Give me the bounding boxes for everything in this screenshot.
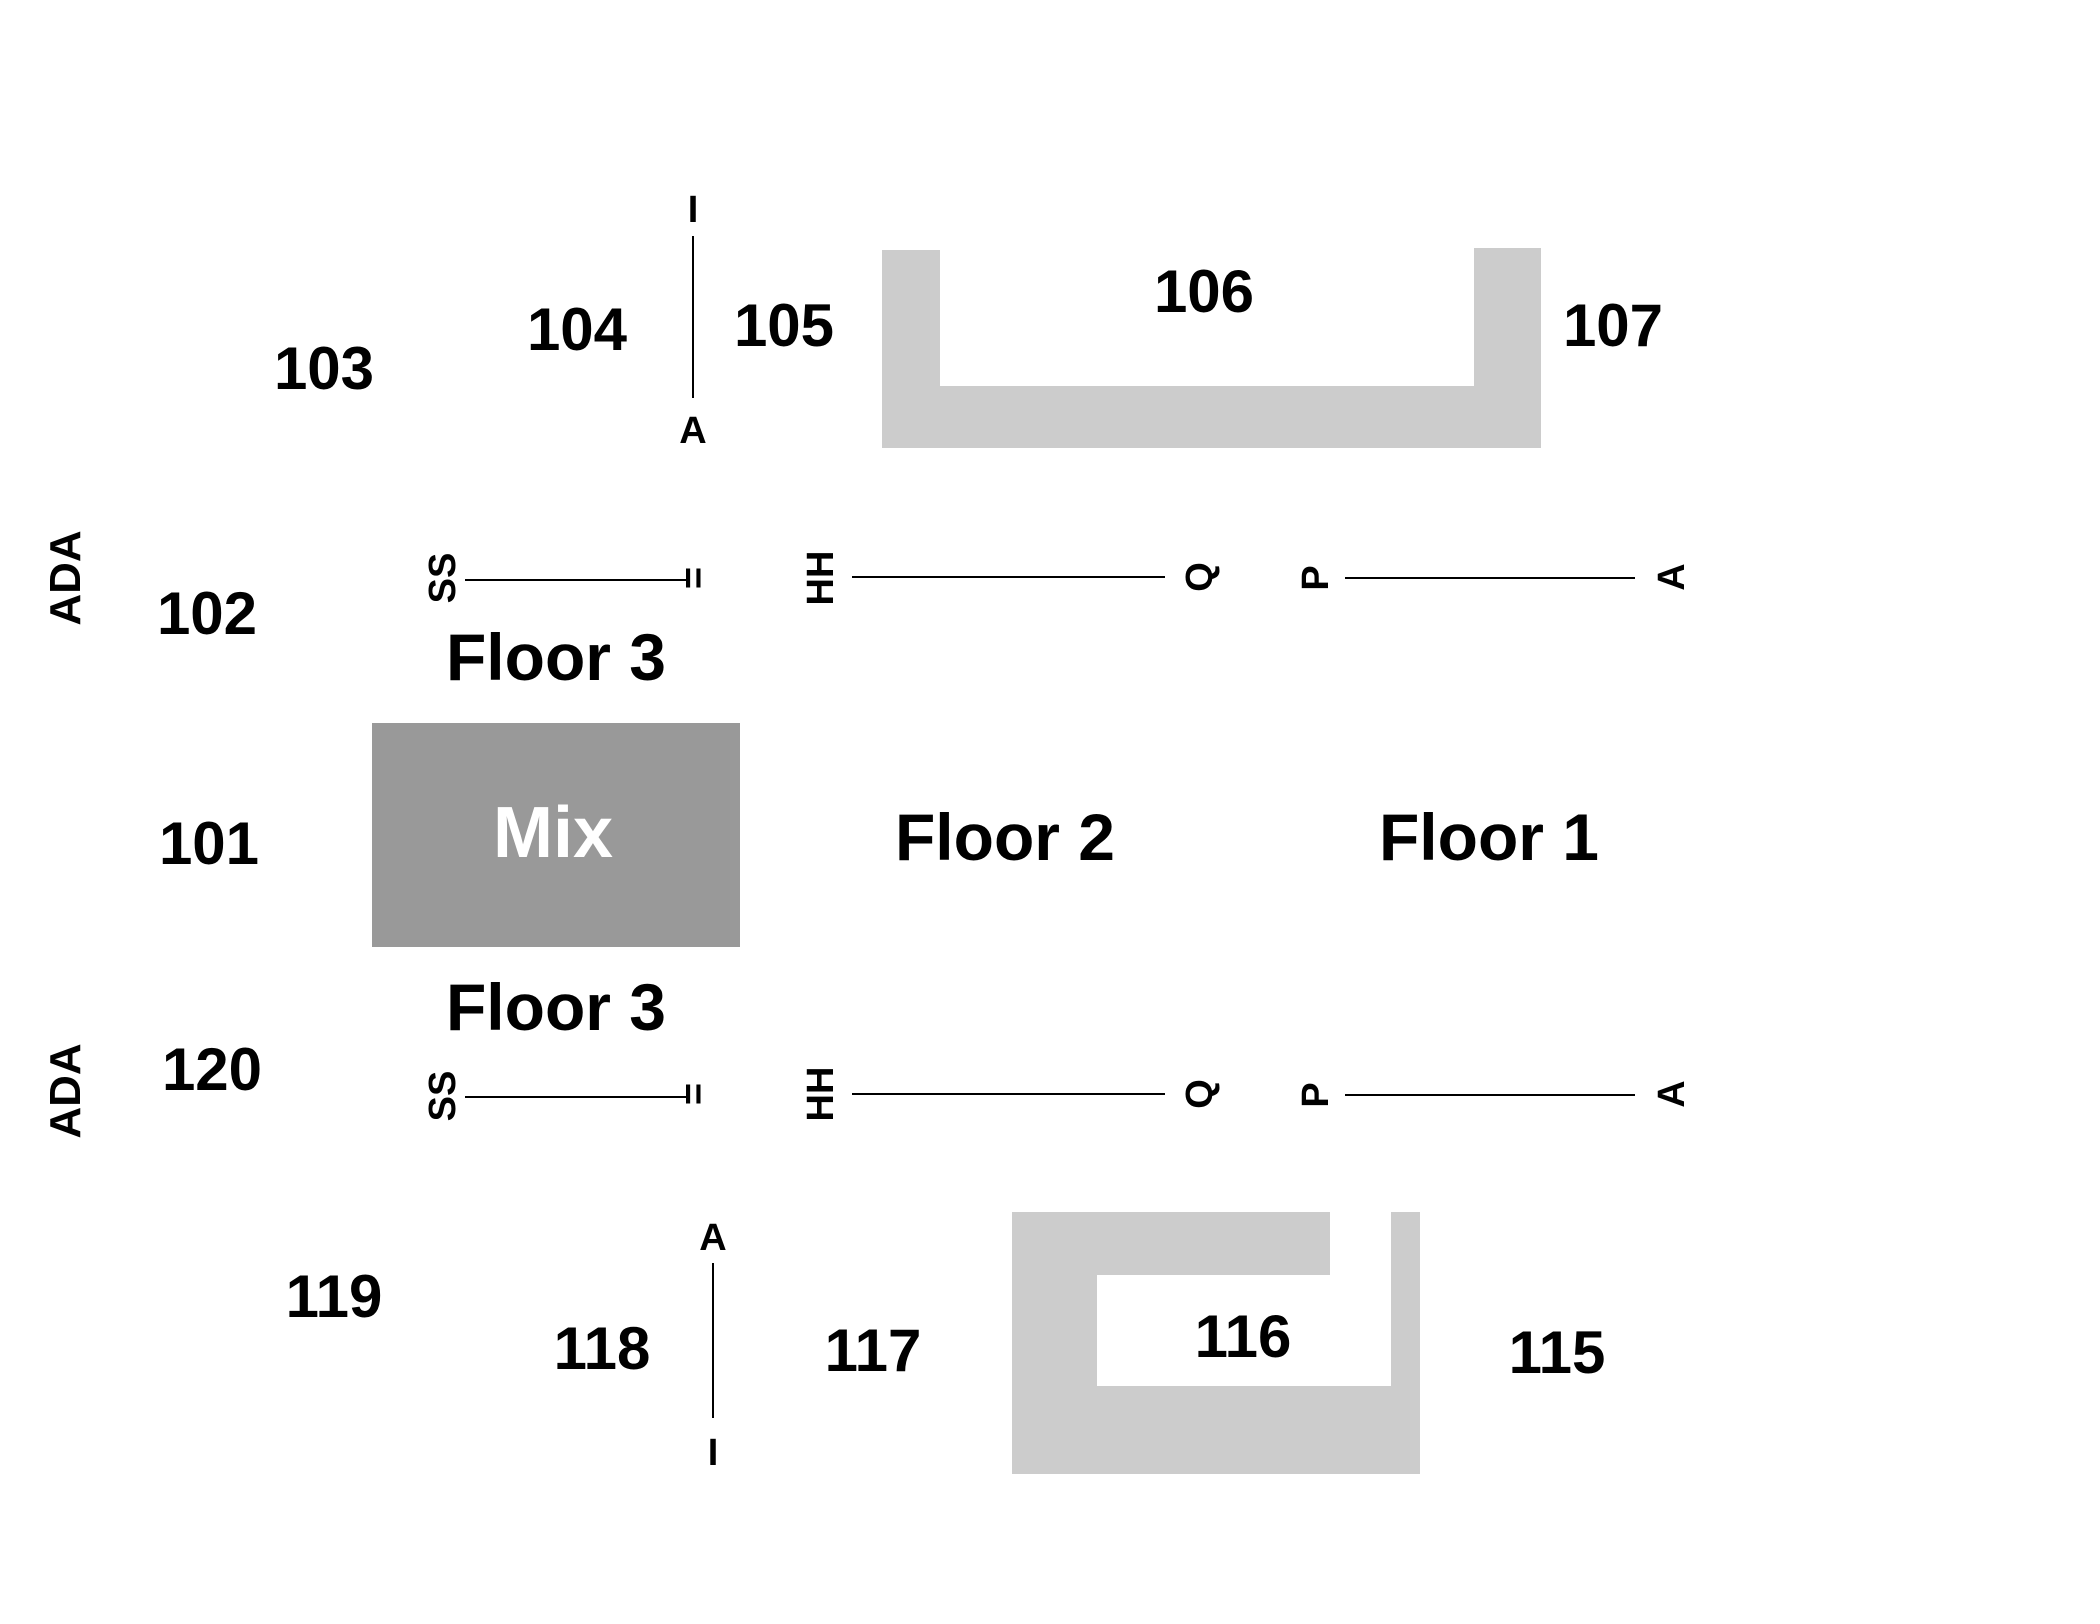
row-label-a-lower: A: [699, 1217, 726, 1259]
upper-u-structure: [882, 248, 1541, 448]
row-label-a2-lower: A: [1651, 1080, 1693, 1107]
section-120[interactable]: 120: [162, 1036, 262, 1103]
row-label-a2-upper: A: [1651, 563, 1693, 590]
section-118[interactable]: 118: [554, 1315, 651, 1382]
mix-booth[interactable]: Mix: [372, 723, 740, 947]
mix-label: Mix: [493, 793, 613, 873]
section-116[interactable]: 116: [1195, 1303, 1292, 1370]
row-label-eq-lower: =: [673, 1083, 715, 1105]
section-105[interactable]: 105: [734, 292, 834, 359]
section-115[interactable]: 115: [1509, 1319, 1606, 1386]
row-label-hh-upper: HH: [800, 551, 842, 606]
section-107[interactable]: 107: [1563, 292, 1663, 359]
section-104[interactable]: 104: [527, 296, 628, 363]
row-label-q-upper: Q: [1179, 562, 1221, 592]
floor-2-label[interactable]: Floor 2: [895, 800, 1115, 874]
lower-u-structure: [1012, 1212, 1420, 1474]
floor-3-upper-label[interactable]: Floor 3: [446, 620, 666, 694]
floor-1-label[interactable]: Floor 1: [1379, 800, 1599, 874]
row-label-p-upper: P: [1295, 565, 1337, 590]
section-117[interactable]: 117: [825, 1317, 922, 1384]
row-label-p-lower: P: [1295, 1082, 1337, 1107]
section-102[interactable]: 102: [157, 580, 257, 647]
section-119[interactable]: 119: [286, 1263, 383, 1330]
section-106[interactable]: 106: [1154, 258, 1254, 325]
row-label-ss-lower: SS: [422, 1071, 464, 1122]
row-label-eq-upper: =: [673, 567, 715, 589]
row-label-i-upper: I: [688, 189, 699, 231]
section-101[interactable]: 101: [159, 810, 259, 877]
ada-upper-label: ADA: [41, 530, 90, 625]
section-103[interactable]: 103: [274, 335, 374, 402]
row-label-ss-upper: SS: [422, 553, 464, 604]
row-label-i-lower: I: [708, 1432, 719, 1474]
ada-lower-label: ADA: [41, 1043, 90, 1138]
floor-3-lower-label[interactable]: Floor 3: [446, 970, 666, 1044]
row-label-a-upper: A: [679, 410, 706, 452]
row-label-hh-lower: HH: [800, 1067, 842, 1122]
mix-booth-box: [372, 723, 740, 947]
row-label-q-lower: Q: [1179, 1079, 1221, 1109]
